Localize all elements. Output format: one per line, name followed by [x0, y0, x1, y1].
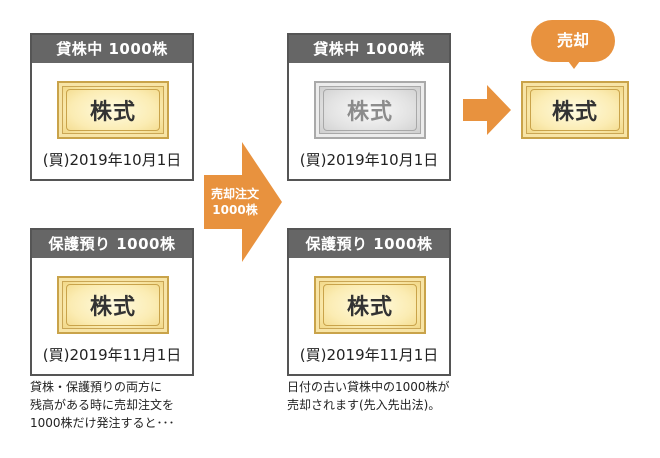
certificate-label: 株式	[346, 295, 393, 320]
note-line: 1000株だけ発注すると･･･	[30, 416, 175, 430]
sell-order-line1: 売却注文	[210, 187, 259, 201]
result-arrow	[463, 85, 511, 135]
certificate-label: 株式	[551, 100, 598, 125]
sold-stock-certificate: 株式	[521, 81, 629, 139]
sell-order-label: 売却注文 1000株	[204, 186, 266, 218]
panel-lending-mid: 貸株中 1000株 株式 (買)2019年10月1日	[287, 33, 451, 181]
certificate-label: 株式	[89, 295, 136, 320]
stock-certificate: 株式	[57, 81, 169, 139]
sell-order-arrow	[204, 142, 282, 262]
stock-certificate: 株式	[314, 276, 426, 334]
certificate-label: 株式	[89, 100, 136, 125]
panel-custody-mid: 保護預り 1000株 株式 (買)2019年11月1日	[287, 228, 451, 376]
panel-lending-left: 貸株中 1000株 株式 (買)2019年10月1日	[30, 33, 194, 181]
note-left: 貸株・保護預りの両方に 残高がある時に売却注文を 1000株だけ発注すると･･･	[30, 378, 230, 432]
note-line: 残高がある時に売却注文を	[30, 398, 175, 412]
sold-bubble-tail	[568, 61, 580, 69]
note-line: 貸株・保護預りの両方に	[30, 380, 163, 394]
note-mid: 日付の古い貸株中の1000株が 売却されます(先入先出法)。	[287, 378, 527, 414]
sell-order-line2: 1000株	[212, 203, 258, 217]
panel-header: 保護預り 1000株	[32, 230, 192, 258]
stock-certificate-sold: 株式	[314, 81, 426, 139]
panel-custody-left: 保護預り 1000株 株式 (買)2019年11月1日	[30, 228, 194, 376]
certificate-label: 株式	[346, 100, 393, 125]
stock-certificate: 株式	[57, 276, 169, 334]
purchase-date: (買)2019年11月1日	[299, 346, 439, 364]
purchase-date: (買)2019年10月1日	[299, 151, 439, 169]
panel-header: 貸株中 1000株	[289, 35, 449, 63]
note-line: 日付の古い貸株中の1000株が	[287, 380, 450, 394]
panel-header: 貸株中 1000株	[32, 35, 192, 63]
purchase-date: (買)2019年10月1日	[42, 151, 182, 169]
panel-header: 保護預り 1000株	[289, 230, 449, 258]
purchase-date: (買)2019年11月1日	[42, 346, 182, 364]
note-line: 売却されます(先入先出法)。	[287, 398, 441, 412]
sold-bubble: 売却	[531, 20, 615, 62]
